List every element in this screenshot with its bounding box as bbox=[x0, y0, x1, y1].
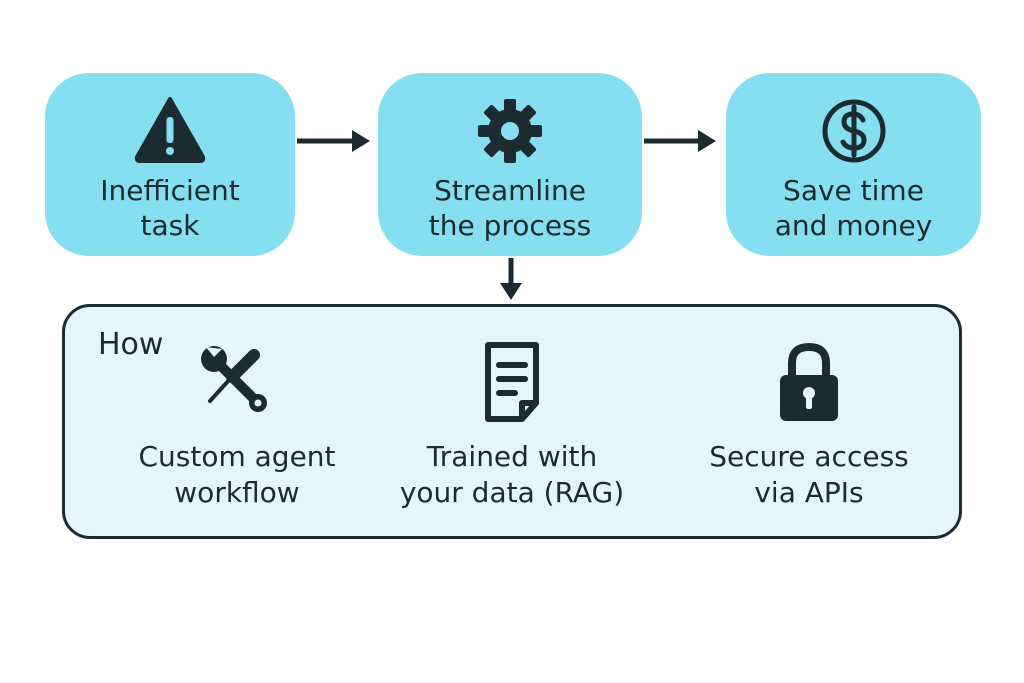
lock-icon bbox=[780, 342, 838, 421]
how-panel: How Custom agent workflow Trained with y… bbox=[62, 304, 962, 539]
how-item-label: Trained with your data (RAG) bbox=[399, 440, 625, 509]
step-label: Save time and money bbox=[774, 174, 933, 242]
arrow-step2-to-how bbox=[500, 258, 522, 300]
dollar-icon bbox=[822, 99, 885, 163]
how-item-secure-access: Secure access via APIs bbox=[664, 337, 954, 517]
step-streamline-process: Streamline the process bbox=[378, 73, 642, 256]
how-item-trained-data: Trained with your data (RAG) bbox=[367, 337, 657, 517]
arrow-step2-to-step3 bbox=[644, 130, 716, 152]
how-item-label: Secure access via APIs bbox=[709, 440, 909, 509]
warning-icon bbox=[134, 97, 206, 163]
how-item-custom-agent: Custom agent workflow bbox=[92, 337, 382, 517]
how-item-label: Custom agent workflow bbox=[138, 440, 336, 509]
tools-icon bbox=[201, 346, 267, 412]
step-inefficient-task: Inefficient task bbox=[45, 73, 295, 256]
step-label: Inefficient task bbox=[100, 174, 240, 242]
document-icon bbox=[485, 342, 539, 422]
step-save-time-money: Save time and money bbox=[726, 73, 981, 256]
gear-icon bbox=[478, 99, 542, 163]
how-title: How bbox=[98, 327, 164, 362]
arrow-step1-to-step2 bbox=[297, 130, 370, 152]
step-label: Streamline the process bbox=[428, 174, 592, 242]
